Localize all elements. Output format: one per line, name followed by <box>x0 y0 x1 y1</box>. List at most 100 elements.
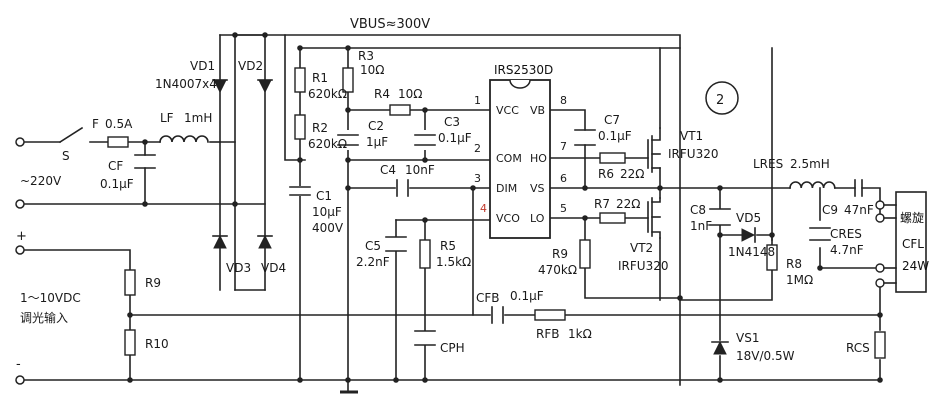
r2-value: 620kΩ <box>308 137 347 151</box>
capacitor-cres-icon <box>809 227 831 241</box>
pin-4: 4 <box>480 202 487 215</box>
minus-label: - <box>16 357 21 372</box>
cfb-label: CFB <box>476 291 500 305</box>
c4-value: 10nF <box>405 163 435 177</box>
capacitor-c4-icon <box>396 179 409 197</box>
c3-value: 0.1μF <box>438 131 472 145</box>
c8-label: C8 <box>690 203 706 217</box>
capacitor-c3-icon <box>414 130 436 150</box>
vd1-value: 1N4007x4 <box>155 77 217 91</box>
capacitor-cf-icon <box>134 154 156 169</box>
resistor-rfb-icon <box>534 309 566 321</box>
vs1-label: VS1 <box>736 331 759 345</box>
f-label: F <box>92 117 99 131</box>
r7-value: 22Ω <box>616 197 640 211</box>
resistor-r4-icon <box>389 104 411 116</box>
vt2-value: IRFU320 <box>618 259 668 273</box>
c1-voltage: 400V <box>312 221 344 235</box>
c2-value: 1μF <box>366 135 388 149</box>
circle-2-label: 2 <box>716 93 724 108</box>
vd3-label: VD3 <box>226 261 251 275</box>
rcs-label: RCS <box>846 341 870 355</box>
r4-value: 10Ω <box>398 87 422 101</box>
ac-terminal-top <box>15 137 25 147</box>
diode-vd5-icon <box>741 227 756 243</box>
cres-value: 4.7nF <box>830 243 864 257</box>
resistor-r3-icon <box>342 67 354 93</box>
plus-label: + <box>16 229 27 244</box>
r9-470k-label: R9 <box>552 247 568 261</box>
vd4-label: VD4 <box>261 261 286 275</box>
cres-label: CRES <box>830 227 862 241</box>
vt1-label: VT1 <box>680 129 703 143</box>
capacitor-c5-icon <box>385 236 407 252</box>
cf-label: CF <box>108 159 123 173</box>
pin-3: 3 <box>474 172 481 185</box>
cfl-label-1: 螺旋 <box>900 211 924 225</box>
c8-value: 1nF <box>690 219 712 233</box>
diode-vd1-icon <box>212 79 228 94</box>
c5-label: C5 <box>365 239 381 253</box>
resistor-r6-icon <box>599 152 626 164</box>
resistor-r5-icon <box>419 239 431 269</box>
lf-label: LF <box>160 111 174 125</box>
vt1-value: IRFU320 <box>668 147 718 161</box>
cfl-label-3: 24W <box>902 259 929 273</box>
r6-value: 22Ω <box>620 167 644 181</box>
capacitor-c1-icon <box>289 186 311 196</box>
resistor-rcs-icon <box>874 331 886 359</box>
junction-dots <box>127 32 883 383</box>
cfl-label-2: CFL <box>902 237 924 251</box>
pin-2: 2 <box>474 142 481 155</box>
r1-label: R1 <box>312 71 328 85</box>
c7-value: 0.1μF <box>598 129 632 143</box>
dim-plus-terminal <box>15 245 25 255</box>
capacitor-cph-icon <box>414 330 436 346</box>
c4-label: C4 <box>380 163 396 177</box>
pin-8: 8 <box>560 94 567 107</box>
pin-7: 7 <box>560 140 567 153</box>
rfb-label: RFB <box>536 327 559 341</box>
resistor-r8-icon <box>766 244 778 271</box>
pin-dim: DIM <box>496 182 517 195</box>
switch-s-icon <box>58 126 84 144</box>
r9-label: R9 <box>145 276 161 290</box>
resistor-r9-icon <box>124 269 136 296</box>
r4-label: R4 <box>374 87 390 101</box>
r8-value: 1MΩ <box>786 273 813 287</box>
r6-label: R6 <box>598 167 614 181</box>
r5-value: 1.5kΩ <box>436 255 471 269</box>
r3-value: 10Ω <box>360 63 384 77</box>
pin-vs: VS <box>530 182 545 195</box>
ic-irs2530d <box>489 79 551 239</box>
lres-value: 2.5mH <box>790 157 830 171</box>
r9-470k-value: 470kΩ <box>538 263 577 277</box>
resistor-r7-icon <box>599 212 626 224</box>
capacitor-cfb-icon <box>491 306 504 324</box>
r5-label: R5 <box>440 239 456 253</box>
pin-ho: HO <box>530 152 547 165</box>
zener-vs1-icon <box>711 340 729 355</box>
pin-vco: VCO <box>496 212 520 225</box>
pin-1: 1 <box>474 94 481 107</box>
c1-label: C1 <box>316 189 332 203</box>
lf-value: 1mH <box>184 111 212 125</box>
resistor-r9-470k-icon <box>579 239 591 269</box>
resistor-r2-icon <box>294 114 306 140</box>
ac-voltage-label: ~220V <box>20 174 62 188</box>
pin-5: 5 <box>560 202 567 215</box>
cph-label: CPH <box>440 341 465 355</box>
vbus-rail <box>234 34 681 386</box>
ic-name: IRS2530D <box>494 63 553 77</box>
annotation-circle-2 <box>705 81 739 115</box>
inductor-lf-icon <box>159 135 209 143</box>
s-label: S <box>62 149 70 163</box>
vd2-label: VD2 <box>238 59 263 73</box>
vs1-value: 18V/0.5W <box>736 349 795 363</box>
cfb-value: 0.1μF <box>510 289 544 303</box>
c2-label: C2 <box>368 119 384 133</box>
ac-terminal-bottom <box>15 199 25 209</box>
f-value: 0.5A <box>105 117 133 131</box>
cf-value: 0.1μF <box>100 177 134 191</box>
